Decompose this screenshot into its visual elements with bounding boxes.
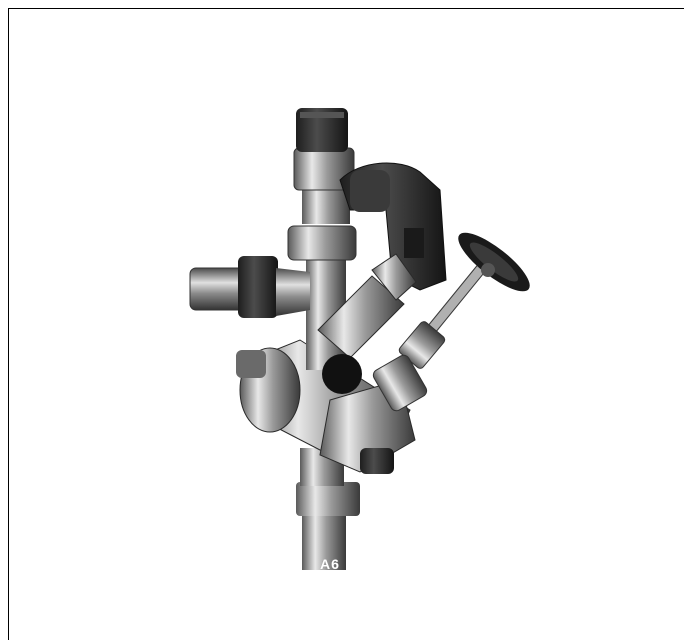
overlay-label: A6: [320, 556, 340, 572]
main-valve-body: [236, 339, 416, 474]
bottom-pipe: [296, 448, 360, 570]
angled-valve-stem: [317, 253, 417, 394]
elbow-branch: [339, 162, 447, 291]
left-inlet: [189, 256, 310, 318]
handwheel: [458, 232, 530, 292]
